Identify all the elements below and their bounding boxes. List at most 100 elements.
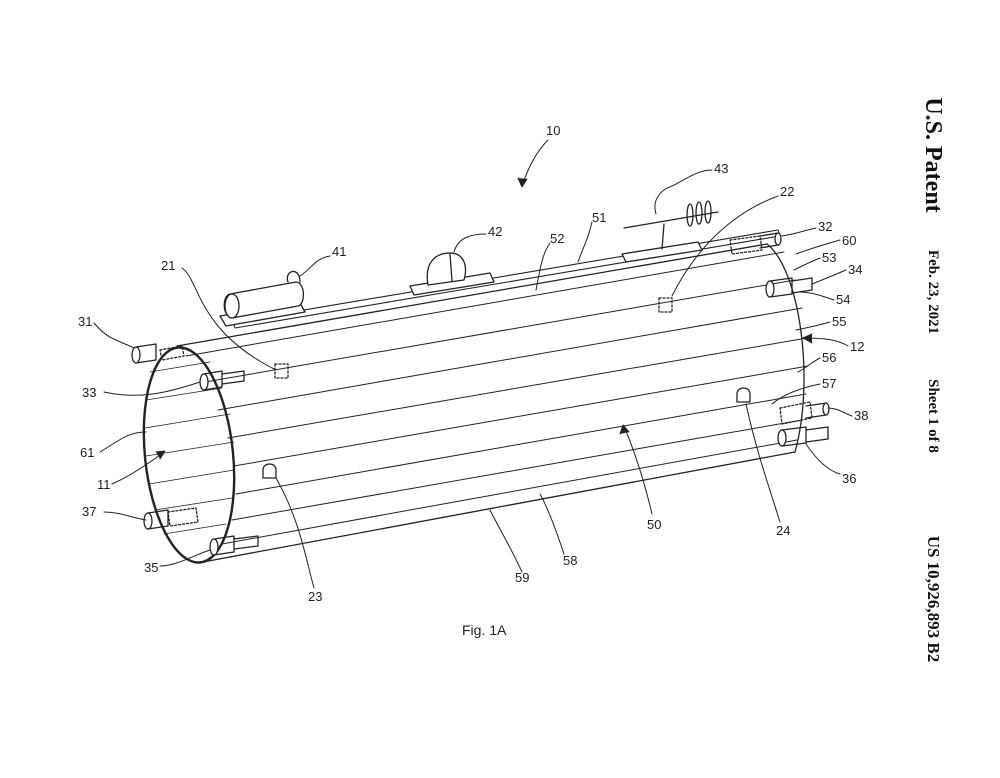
interior-lines (144, 361, 235, 535)
leader-36 (805, 443, 841, 475)
leader-32 (781, 227, 817, 237)
ref-33: 33 (82, 385, 96, 400)
patent-header-title: U.S. Patent (920, 97, 946, 213)
pin-38 (805, 402, 830, 419)
coil (704, 200, 712, 224)
pin-tip (791, 277, 813, 294)
leader-37 (103, 511, 147, 521)
leader-53 (793, 257, 821, 271)
leader-57 (771, 383, 821, 405)
leader-35 (159, 549, 211, 567)
ref-31: 31 (78, 314, 92, 329)
leader-58 (539, 493, 565, 555)
sensor-21-hidden (274, 363, 289, 379)
leader-31 (93, 322, 135, 349)
pin-body (213, 535, 235, 556)
pin-tip (233, 535, 259, 550)
rear-pins (759, 232, 830, 447)
device-43-arm (623, 211, 719, 229)
device-43-post (661, 223, 665, 250)
hidden-box-front-bottom (167, 507, 199, 527)
ref-42: 42 (488, 224, 502, 239)
leader-41 (299, 255, 331, 277)
device-42 (409, 252, 495, 296)
reference-labels: 10 43 22 51 42 52 41 32 60 53 34 54 55 1… (78, 123, 868, 604)
pin-32 (759, 232, 782, 249)
leader-38 (827, 407, 853, 417)
tube-bottom-edge (202, 451, 796, 563)
ref-35: 35 (144, 560, 158, 575)
device-43 (621, 200, 719, 263)
ref-43: 43 (714, 161, 728, 176)
ref-36: 36 (842, 471, 856, 486)
device-41 (219, 270, 306, 327)
coil (686, 203, 694, 227)
pin-head (777, 429, 787, 447)
pin-head (143, 512, 153, 530)
front-pins (131, 343, 259, 556)
device-41-cap (286, 270, 301, 283)
pin-head (822, 402, 830, 416)
leader-34 (811, 269, 847, 285)
device-41-body (223, 281, 305, 319)
ref-41: 41 (332, 244, 346, 259)
ref-52: 52 (550, 231, 564, 246)
leader-56 (797, 357, 821, 373)
interior-line (144, 413, 231, 429)
leader-12-arrow (802, 333, 813, 344)
leader-21 (181, 267, 277, 371)
panel-seams (185, 251, 809, 545)
pin-head (131, 346, 141, 364)
ref-24: 24 (776, 523, 790, 538)
leader-33 (103, 381, 201, 396)
ref-32: 32 (818, 219, 832, 234)
ref-58: 58 (563, 553, 577, 568)
leader-lines (93, 139, 853, 589)
seam-line (185, 251, 785, 357)
pin-tip (805, 426, 829, 443)
pin-body (203, 370, 223, 391)
front-opening-rim (142, 346, 236, 564)
pin-body (135, 343, 157, 364)
ref-37: 37 (82, 504, 96, 519)
ref-53: 53 (822, 250, 836, 265)
seam-line (221, 439, 798, 545)
ref-57: 57 (822, 376, 836, 391)
leader-11 (111, 451, 165, 485)
pin-head (209, 538, 219, 556)
pin-37 (143, 509, 169, 530)
patent-header-sheet: Sheet 1 of 8 (925, 379, 941, 453)
leader-50-arrow (619, 424, 630, 435)
hidden-box-rear-bottom (779, 401, 813, 425)
interior-line (149, 361, 211, 373)
patent-header-date: Feb. 23, 2021 (925, 249, 941, 335)
leader-52 (535, 242, 551, 291)
pin-body (147, 509, 169, 530)
leader-24 (745, 403, 781, 523)
leader-11-arrow (155, 450, 166, 460)
leader-10-arrow (517, 177, 528, 188)
hidden-box-front-top (159, 345, 185, 361)
hidden-box-rear-top (729, 235, 763, 255)
leader-50 (623, 425, 653, 515)
leader-51 (577, 221, 593, 263)
ref-55: 55 (832, 314, 846, 329)
seam-line (217, 307, 803, 411)
seam-line (233, 365, 809, 467)
leader-60 (795, 239, 841, 255)
leader-55 (795, 321, 831, 331)
coil (695, 201, 703, 225)
interior-line (163, 523, 227, 535)
interior-line (148, 469, 235, 485)
ref-21: 21 (161, 258, 175, 273)
device-42-detail (449, 253, 453, 282)
pin-body (781, 426, 807, 447)
device-41-end (224, 293, 240, 319)
patent-header-number: US 10,926,893 B2 (924, 535, 943, 663)
ref-56: 56 (822, 350, 836, 365)
pin-35 (209, 535, 259, 556)
sensor-22-hidden (658, 297, 673, 313)
figure-caption: Fig. 1A (462, 622, 507, 638)
